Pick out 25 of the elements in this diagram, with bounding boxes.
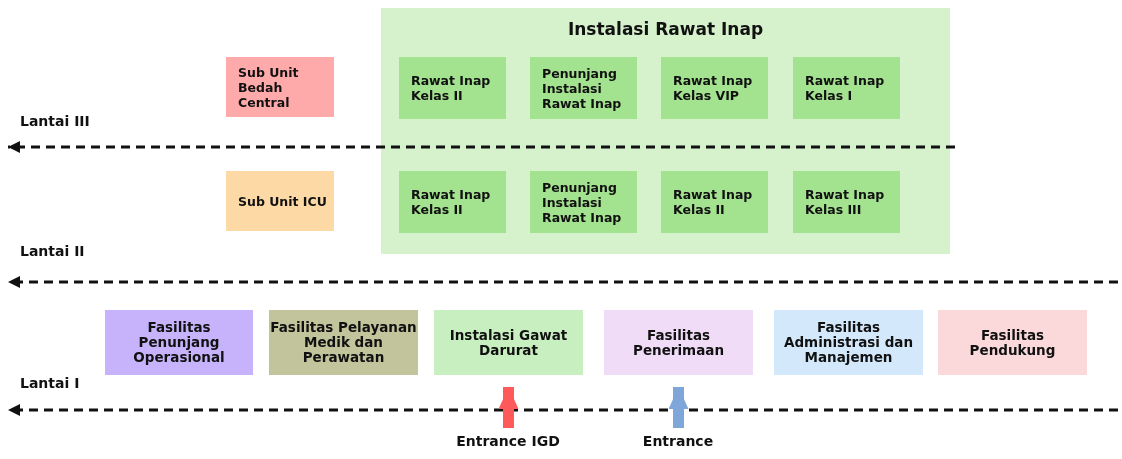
room-box: Rawat Inap Kelas I bbox=[793, 57, 900, 119]
room-box: Rawat Inap Kelas II bbox=[661, 171, 768, 233]
room-box: Rawat Inap Kelas VIP bbox=[661, 57, 768, 119]
facility-box: Fasilitas Pendukung bbox=[938, 310, 1087, 375]
room-box: Penunjang Instalasi Rawat Inap bbox=[530, 57, 637, 119]
room-box: Rawat Inap Kelas II bbox=[399, 57, 506, 119]
unit-box: Sub Unit ICU bbox=[226, 171, 334, 231]
room-box: Rawat Inap Kelas II bbox=[399, 171, 506, 233]
floor-label: Lantai III bbox=[20, 113, 90, 129]
facility-box: Fasilitas Pelayanan Medik dan Perawatan bbox=[269, 310, 418, 375]
facility-box: Fasilitas Administrasi dan Manajemen bbox=[774, 310, 923, 375]
facility-box: Instalasi Gawat Darurat bbox=[434, 310, 583, 375]
entrance-arrow bbox=[498, 387, 519, 428]
unit-box: Sub Unit Bedah Central bbox=[226, 57, 334, 117]
ward-panel bbox=[381, 8, 950, 254]
room-box: Penunjang Instalasi Rawat Inap bbox=[530, 171, 637, 233]
entrance-arrow bbox=[668, 387, 689, 428]
facility-box: Fasilitas Penerimaan bbox=[604, 310, 753, 375]
facility-box: Fasilitas Penunjang Operasional bbox=[105, 310, 253, 375]
floor-label: Lantai II bbox=[20, 243, 85, 259]
floor-label: Lantai I bbox=[20, 375, 80, 391]
entrance-label: Entrance bbox=[630, 430, 726, 452]
panel-title: Instalasi Rawat Inap bbox=[567, 22, 764, 37]
room-box: Rawat Inap Kelas III bbox=[793, 171, 900, 233]
entrance-label: Entrance IGD bbox=[448, 430, 568, 452]
